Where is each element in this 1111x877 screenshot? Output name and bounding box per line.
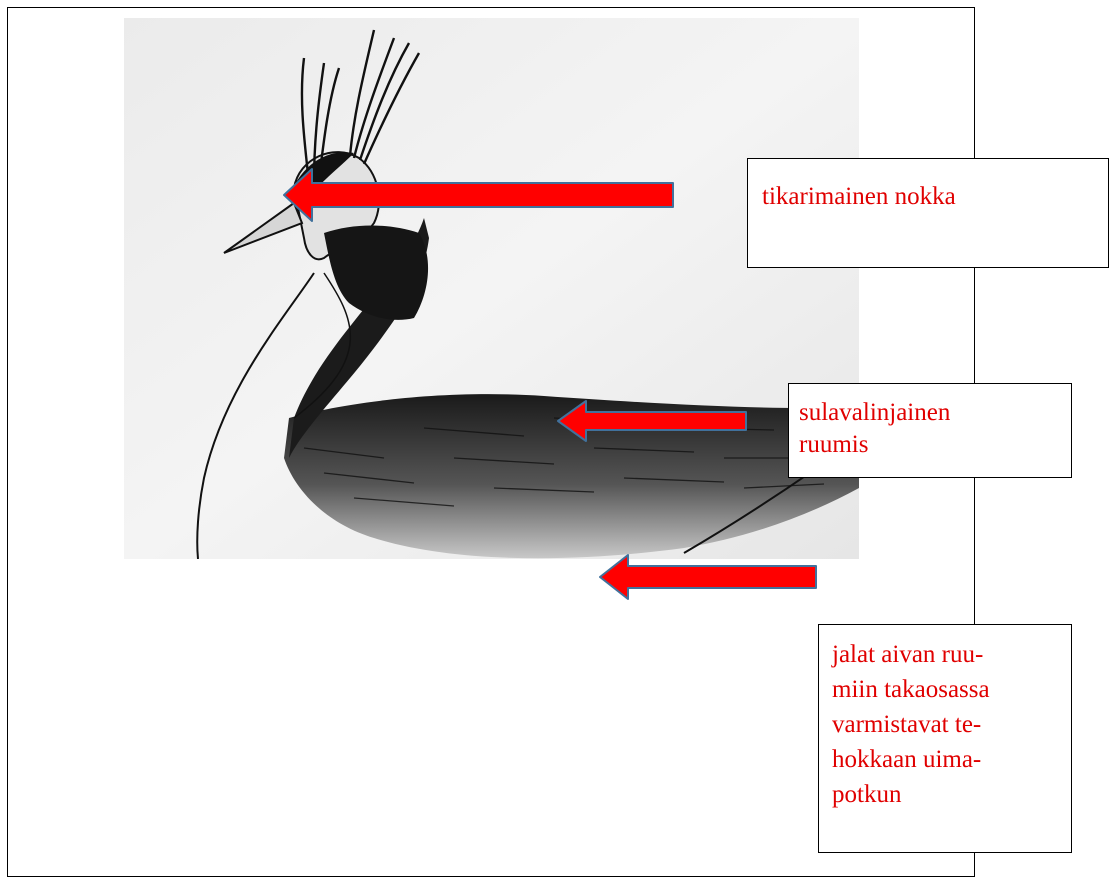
arrow-legs (598, 553, 818, 601)
arrow-body (556, 399, 748, 443)
arrow-beak (282, 167, 676, 223)
callout-legs-line: hokkaan uima- (832, 742, 1058, 777)
callout-body: sulavalinjainen ruumis (788, 383, 1072, 478)
callout-body-line: ruumis (799, 429, 1061, 461)
callout-beak: tikarimainen nokka (747, 158, 1109, 268)
callout-legs: jalat aivan ruu- miin takaosassa varmist… (818, 624, 1072, 853)
callout-legs-line: potkun (832, 777, 1058, 812)
callout-beak-text: tikarimainen nokka (762, 183, 956, 210)
callout-legs-line: varmistavat te- (832, 707, 1058, 742)
grebe-drawing-image (124, 18, 859, 559)
callout-legs-line: jalat aivan ruu- (832, 637, 1058, 672)
callout-legs-line: miin takaosassa (832, 672, 1058, 707)
callout-body-line: sulavalinjainen (799, 397, 1061, 429)
